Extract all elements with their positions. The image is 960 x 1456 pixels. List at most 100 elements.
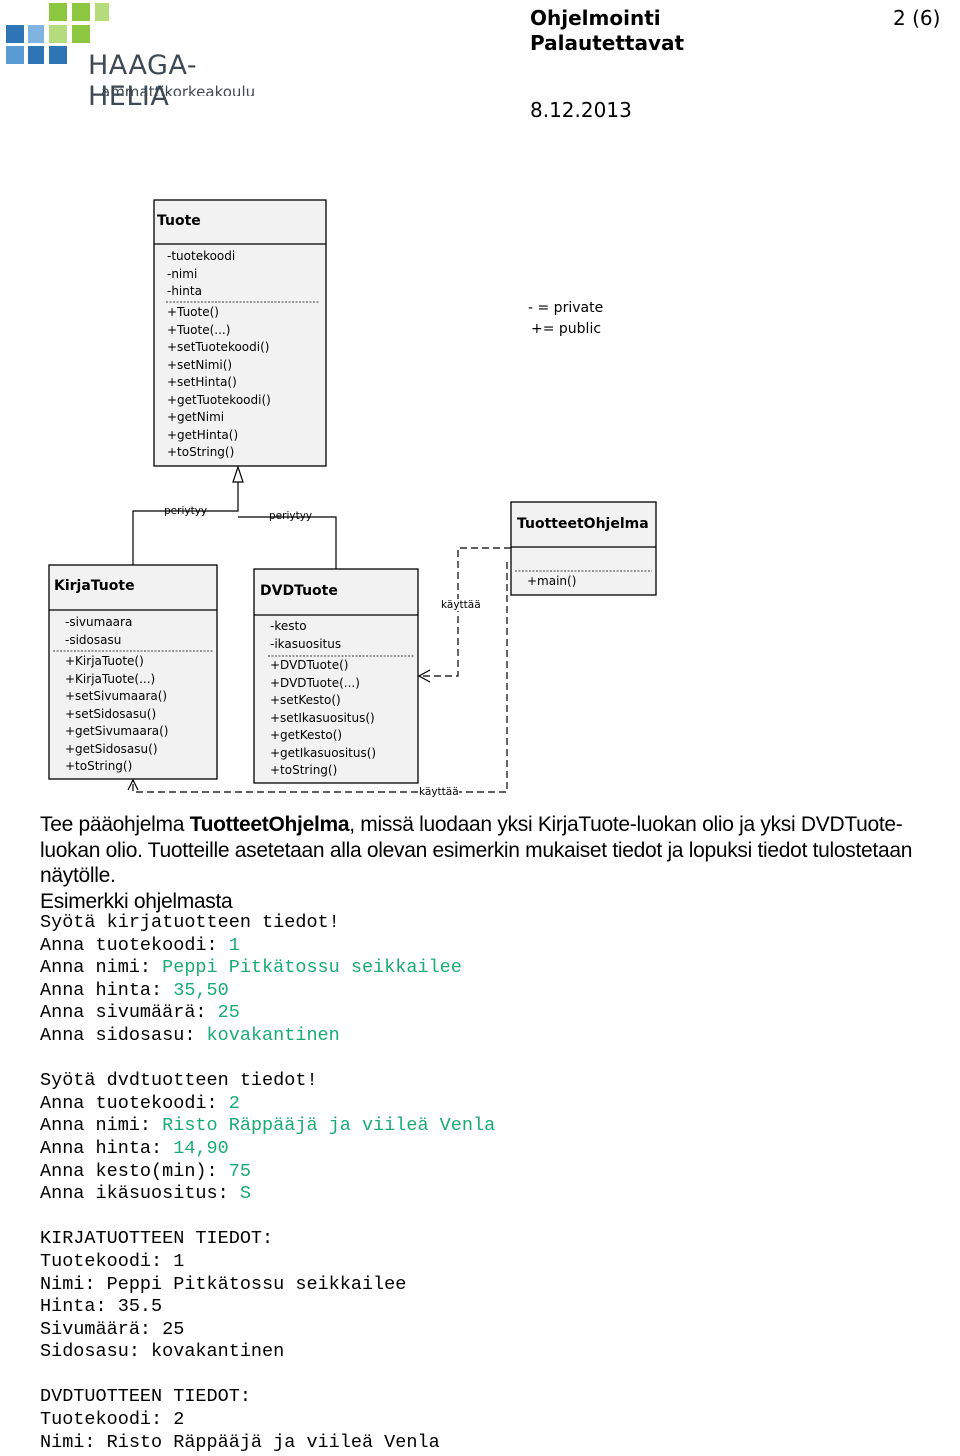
logo-subtext: ammattikorkeakoulu (101, 83, 256, 96)
paragraph-line-3: näytölle. (40, 864, 116, 887)
uml-operation: +KirjaTuote() (65, 654, 144, 668)
console-line: Anna tuotekoodi: 2 (40, 1093, 495, 1116)
console-blank-line (40, 1364, 495, 1387)
uml-operation: +setNimi() (167, 357, 233, 372)
console-line: Anna kesto(min): 75 (40, 1161, 495, 1184)
example-heading: Esimerkki ohjelmasta (40, 889, 233, 913)
console-input: 75 (228, 1160, 251, 1182)
console-line: KIRJATUOTTEEN TIEDOT: (40, 1228, 274, 1250)
uml-attribute: -ikasuositus (270, 636, 342, 651)
uml-operation: +getKesto() (270, 728, 343, 742)
class-tuotteetohjelma-operations: +main() (527, 573, 576, 591)
console-prompt: Anna hinta: (40, 979, 174, 1001)
uml-attribute: -kesto (270, 619, 307, 633)
title-line-1: Ohjelmointi (530, 6, 661, 30)
diagram-connectors (48, 199, 657, 793)
class-dvdtuote: DVDTuote -kesto -ikasuositus +DVDTuote()… (254, 569, 418, 783)
console-prompt: Anna ikäsuositus: (40, 1183, 240, 1205)
uml-operation: +getHinta() (167, 427, 239, 442)
console-input: 2 (228, 1092, 240, 1114)
uml-operation: +toString() (167, 445, 235, 459)
uml-operation: +DVDTuote() (270, 658, 349, 672)
visibility-legend: - = private += public (528, 298, 603, 340)
class-kirjatuote-name: KirjaTuote (54, 578, 135, 594)
class-tuote-operations: +Tuote() +Tuote(...) +setTuotekoodi() +s… (167, 304, 271, 462)
uml-attribute: -nimi (167, 266, 198, 281)
logo: HAAGA-HELIA ammattikorkeakoulu (0, 0, 270, 112)
uml-operation: +setSivumaara() (65, 689, 168, 703)
console-input: 25 (217, 1002, 240, 1024)
uml-operation: +Tuote(...) (167, 322, 231, 337)
ohjelma-box (510, 501, 657, 596)
uml-attribute: -tuotekoodi (167, 249, 236, 263)
paragraph-text: , missä luodaan yksi KirjaTuote-luokan o… (349, 813, 903, 836)
logo-mark-icon (6, 3, 109, 64)
console-example: Syötä kirjatuotteen tiedot!Anna tuotekoo… (40, 912, 495, 1454)
console-line: Anna nimi: Risto Räppääjä ja viileä Venl… (40, 1115, 495, 1138)
uml-attribute: -sidosasu (65, 632, 122, 647)
console-line: Syötä kirjatuotteen tiedot! (40, 912, 340, 933)
uml-operation: +toString() (65, 759, 133, 773)
console-prompt: Anna nimi: (40, 1115, 163, 1137)
console-line: Anna hinta: 14,90 (40, 1138, 495, 1161)
console-prompt: Anna tuotekoodi: (40, 1092, 229, 1114)
console-blank-line (40, 1206, 495, 1229)
uses-label-1: käyttää (441, 599, 481, 611)
legend-public: += public (531, 321, 602, 337)
console-line: Anna hinta: 35,50 (40, 980, 495, 1003)
console-blank-line (40, 1048, 495, 1071)
console-prompt: Anna kesto(min): (40, 1160, 229, 1182)
console-prompt: Anna hinta: (40, 1137, 174, 1159)
logo-text: HAAGA-HELIA (88, 50, 198, 112)
console-input: Risto Räppääjä ja viileä Venla (162, 1115, 496, 1137)
paragraph-bold-term: TuotteetOhjelma (189, 813, 350, 836)
uml-operation: +getIkasuositus() (270, 745, 377, 760)
uml-operation: +getSivumaara() (65, 724, 169, 738)
console-input: 14,90 (173, 1137, 229, 1159)
console-line: Tuotekoodi: 2 (40, 1409, 185, 1431)
uml-operation: +setKesto() (270, 693, 341, 707)
console-line: Anna sidosasu: kovakantinen (40, 1025, 495, 1048)
paragraph-text: Tee pääohjelma (40, 813, 190, 836)
class-dvdtuote-attributes: -kesto -ikasuositus (270, 618, 341, 653)
class-tuote-name: Tuote (157, 213, 201, 229)
document-title: Ohjelmointi Palautettavat (530, 6, 684, 56)
uml-operation: +toString() (270, 763, 338, 777)
assignment-paragraph: Tee pääohjelma TuotteetOhjelma, missä lu… (40, 812, 960, 914)
uml-operation: +setTuotekoodi() (167, 340, 270, 354)
console-prompt: Anna tuotekoodi: (40, 934, 229, 956)
page-number: 2 (6) (893, 6, 941, 30)
paragraph-line-1: Tee pääohjelma TuotteetOhjelma, missä lu… (40, 812, 960, 838)
class-tuotteetohjelma: TuotteetOhjelma +main() (511, 502, 656, 595)
console-prompt: Anna sidosasu: (40, 1024, 207, 1046)
console-line: Nimi: Risto Räppääjä ja viileä Venla (40, 1431, 440, 1453)
uml-operation: +main() (527, 574, 577, 588)
uml-operation: +DVDTuote(...) (270, 675, 360, 690)
console-prompt: Anna sivumäärä: (40, 1002, 218, 1024)
uml-attribute: -hinta (167, 284, 202, 298)
class-kirjatuote-attributes: -sivumaara -sidosasu (65, 614, 132, 649)
class-tuote: Tuote -tuotekoodi -nimi -hinta +Tuote() … (154, 200, 326, 466)
inherit-label-1: periytyy (164, 505, 208, 517)
uml-operation: +setSidosasu() (65, 706, 157, 721)
legend-private: - = private (528, 300, 604, 316)
title-line-2: Palautettavat (530, 31, 685, 55)
uml-class-diagram: Tuote -tuotekoodi -nimi -hinta +Tuote() … (0, 190, 960, 805)
console-line: Anna nimi: Peppi Pitkätossu seikkailee (40, 957, 495, 980)
class-tuotteetohjelma-name: TuotteetOhjelma (517, 516, 649, 532)
console-input: 35,50 (173, 979, 229, 1001)
console-line: Sidosasu: kovakantinen (40, 1341, 285, 1363)
document-date: 8.12.2013 (530, 98, 632, 122)
class-dvdtuote-name: DVDTuote (260, 583, 338, 599)
class-dvdtuote-operations: +DVDTuote() +DVDTuote(...) +setKesto() +… (270, 657, 376, 780)
uml-operation: +Tuote() (167, 305, 219, 319)
inherit-label-2: periytyy (269, 510, 313, 522)
uml-operation: +getTuotekoodi() (167, 392, 271, 407)
console-input: 1 (228, 934, 240, 956)
console-line: DVDTUOTTEEN TIEDOT: (40, 1386, 251, 1408)
uses-label-2: käyttää (419, 786, 459, 798)
console-line: Anna tuotekoodi: 1 (40, 935, 495, 958)
console-input: Peppi Pitkätossu seikkailee (162, 957, 462, 979)
console-input: kovakantinen (206, 1024, 340, 1046)
class-tuote-attributes: -tuotekoodi -nimi -hinta (167, 248, 235, 301)
